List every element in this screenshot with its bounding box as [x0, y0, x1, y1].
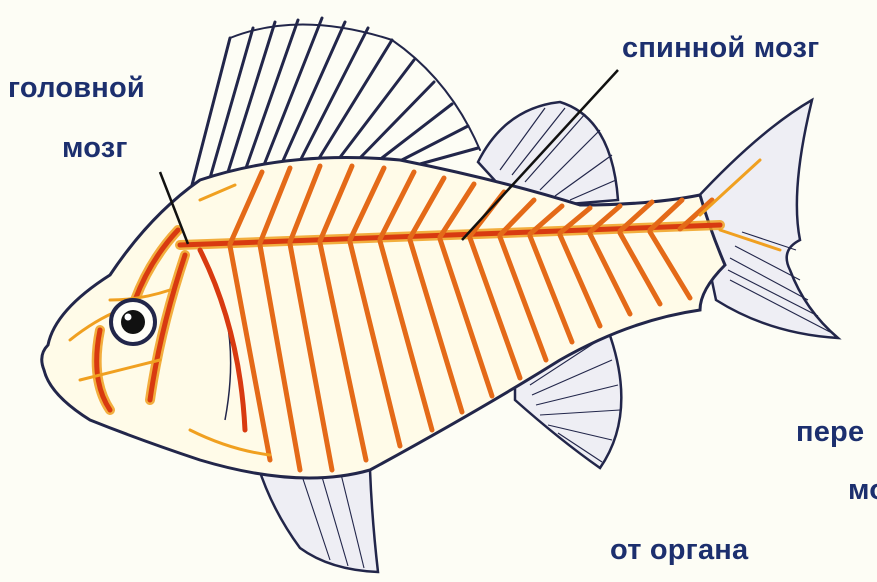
spinal-cord-label: спинной мозг	[622, 34, 819, 63]
brain-label-line1: головной	[8, 74, 145, 103]
pelvic-fin	[258, 466, 378, 572]
cropped-label-line2: мо	[848, 476, 877, 505]
from-organ-label: от органа	[610, 536, 748, 565]
eye-icon	[111, 300, 155, 344]
brain-label-line2: мозг	[62, 134, 128, 163]
cropped-label-line1: пере	[796, 418, 864, 447]
tail-fin	[695, 100, 838, 338]
